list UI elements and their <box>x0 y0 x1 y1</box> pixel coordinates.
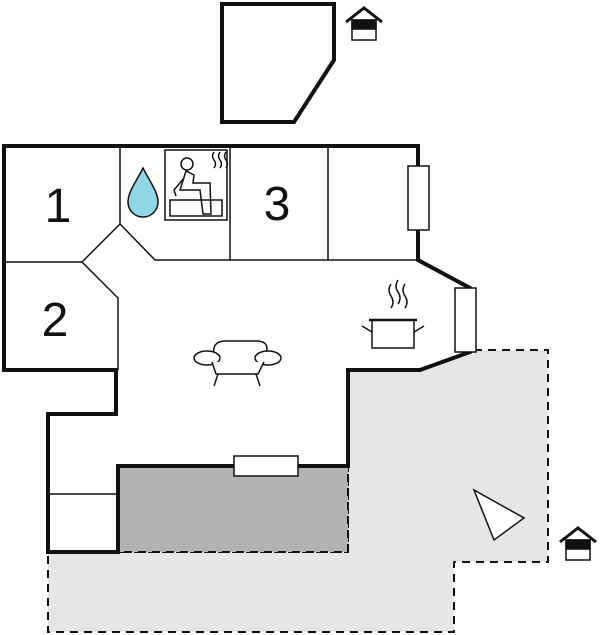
cooking-pot-icon <box>361 279 425 349</box>
window <box>407 165 430 231</box>
house-icon <box>559 526 597 561</box>
terrace-area <box>117 465 349 553</box>
window <box>233 455 299 477</box>
sauna-icon <box>164 149 229 221</box>
window <box>454 287 477 353</box>
room-3-label: 3 <box>264 178 291 231</box>
room-1-label: 1 <box>45 180 72 233</box>
compass-arrow-icon <box>472 488 526 542</box>
annex-building <box>220 2 336 124</box>
room-2-label: 2 <box>42 294 69 347</box>
interior-walls <box>4 146 418 495</box>
house-icon <box>345 6 383 41</box>
water-drop-icon <box>127 166 159 218</box>
sofa-icon <box>193 340 282 387</box>
